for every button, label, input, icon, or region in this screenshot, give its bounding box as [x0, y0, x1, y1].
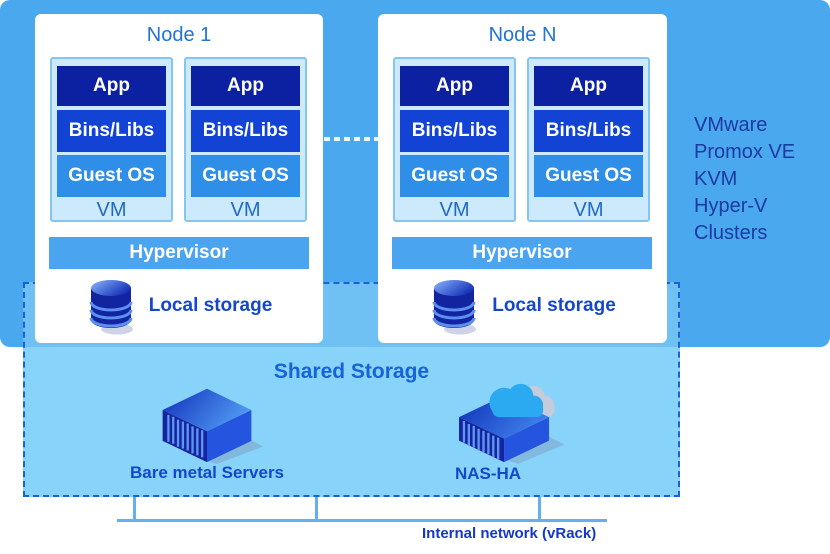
platform-item: Promox VE	[694, 141, 796, 163]
database-cylinder-icon	[432, 280, 477, 335]
network-tick	[538, 497, 541, 520]
node-n-vm-row: App Bins/Libs Guest OS VM App Bins/Libs …	[393, 57, 650, 222]
platform-item: VMware	[694, 114, 768, 136]
local-storage-label: Local storage	[492, 295, 616, 316]
platform-item: Clusters	[694, 222, 768, 244]
vm-box: App Bins/Libs Guest OS VM	[184, 57, 307, 222]
vm-box: App Bins/Libs Guest OS VM	[393, 57, 516, 222]
nas-cloud-icon	[459, 383, 565, 465]
local-storage-row: Local storage	[35, 272, 323, 340]
vm-layer-guest: Guest OS	[534, 155, 643, 197]
node-link-dashed-connector	[324, 137, 378, 141]
local-storage-label: Local storage	[148, 295, 273, 316]
network-bus-line	[117, 519, 607, 522]
vm-label: VM	[439, 199, 470, 221]
nas-ha-label: NAS-HA	[454, 464, 522, 483]
node-n-box: Node N App Bins/Libs Guest OS VM App Bin…	[378, 14, 667, 343]
node-1-title: Node 1	[146, 24, 212, 46]
platform-item: Hyper-V	[694, 195, 768, 217]
shared-storage-area	[23, 347, 680, 497]
platform-item: KVM	[694, 168, 738, 190]
vm-layer-app: App	[400, 66, 509, 106]
vm-layer-guest: Guest OS	[57, 155, 166, 197]
hypervisor-bar: Hypervisor	[49, 237, 309, 269]
shared-storage-title: Shared Storage	[273, 360, 430, 383]
local-storage-row: Local storage	[378, 272, 667, 340]
vm-layer-bins: Bins/Libs	[57, 110, 166, 152]
vm-layer-app: App	[57, 66, 166, 106]
network-tick	[133, 497, 136, 520]
vm-layer-bins: Bins/Libs	[400, 110, 509, 152]
vm-layer-app: App	[191, 66, 300, 106]
vm-layer-guest: Guest OS	[400, 155, 509, 197]
node-n-title: Node N	[488, 24, 557, 46]
vm-layer-guest: Guest OS	[191, 155, 300, 197]
platform-list: VMware Promox VE KVM Hyper-V Clusters	[694, 112, 795, 247]
vm-layer-bins: Bins/Libs	[191, 110, 300, 152]
vm-label: VM	[573, 199, 604, 221]
vm-label: VM	[96, 199, 127, 221]
database-cylinder-icon	[89, 280, 133, 335]
node-1-vm-row: App Bins/Libs Guest OS VM App Bins/Libs …	[50, 57, 307, 222]
internal-network-label: Internal network (vRack)	[422, 525, 597, 542]
vm-layer-app: App	[534, 66, 643, 106]
vm-box: App Bins/Libs Guest OS VM	[527, 57, 650, 222]
shared-storage-dashed-outline	[23, 282, 680, 497]
vm-box: App Bins/Libs Guest OS VM	[50, 57, 173, 222]
node-1-box: Node 1 App Bins/Libs Guest OS VM App Bin…	[35, 14, 323, 343]
vm-layer-bins: Bins/Libs	[534, 110, 643, 152]
bare-metal-servers-label: Bare metal Servers	[129, 463, 285, 482]
vm-label: VM	[230, 199, 261, 221]
front-cloud	[489, 383, 544, 418]
network-tick	[315, 497, 318, 520]
server-icon	[162, 388, 263, 465]
hypervisor-bar: Hypervisor	[392, 237, 652, 269]
